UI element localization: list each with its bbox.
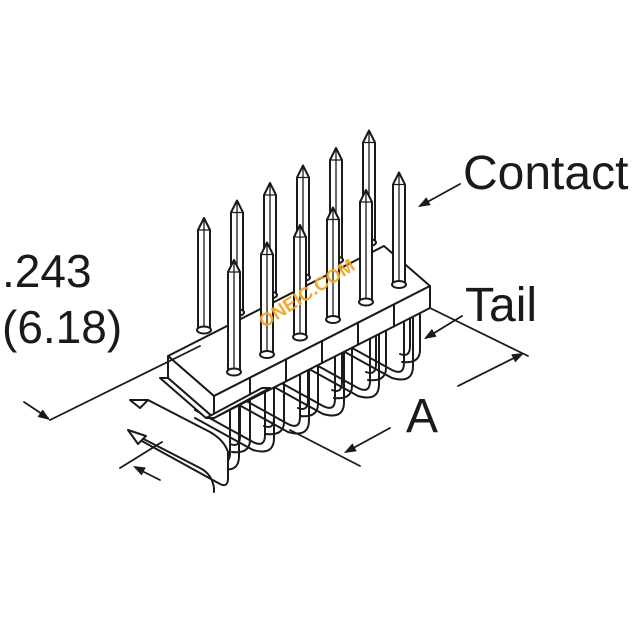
dimension-arrow [424, 328, 437, 339]
contact-label: Contact [463, 147, 629, 200]
contact-pin [196, 217, 212, 335]
dimension-a-label: A [406, 390, 439, 443]
dimension-arrow [511, 353, 524, 363]
contact-pin [292, 224, 308, 342]
contact-pin [391, 171, 407, 289]
dimension-arrow [418, 197, 431, 207]
tail-leg [399, 305, 411, 356]
contact-pin [325, 206, 341, 324]
height-extension [119, 441, 163, 469]
height-mm-label: (6.18) [2, 301, 123, 353]
a-dim-line [457, 353, 523, 387]
tail-leg [229, 395, 241, 446]
tail-leg [401, 301, 421, 364]
tail-pin [194, 375, 275, 453]
tail-leg [265, 373, 285, 436]
tail-leg [263, 377, 275, 428]
dimension-arrow [344, 443, 357, 453]
height-extension [49, 345, 201, 421]
tail-tip [127, 429, 147, 445]
tail-pin [139, 399, 229, 487]
tail-leg [231, 391, 251, 454]
tail-leg [331, 341, 343, 392]
tail-leg [367, 319, 387, 382]
contact-pin [226, 259, 242, 377]
tail-pin [129, 431, 215, 493]
tail-label: Tail [465, 279, 538, 332]
tail-leg [299, 355, 319, 418]
contact-pin [259, 241, 275, 359]
a-extension [289, 429, 361, 467]
tail-leg [365, 323, 377, 374]
height-inch-label: .243 [2, 245, 92, 297]
contact-pin [358, 189, 374, 307]
dimension-arrow [37, 409, 50, 420]
tail-leg [297, 359, 309, 410]
body-edge [205, 387, 271, 419]
tail-tip [129, 399, 149, 409]
tail-pin [229, 357, 310, 435]
a-extension [429, 307, 529, 357]
tail-leg [333, 337, 353, 400]
dimension-arrow [133, 466, 146, 476]
